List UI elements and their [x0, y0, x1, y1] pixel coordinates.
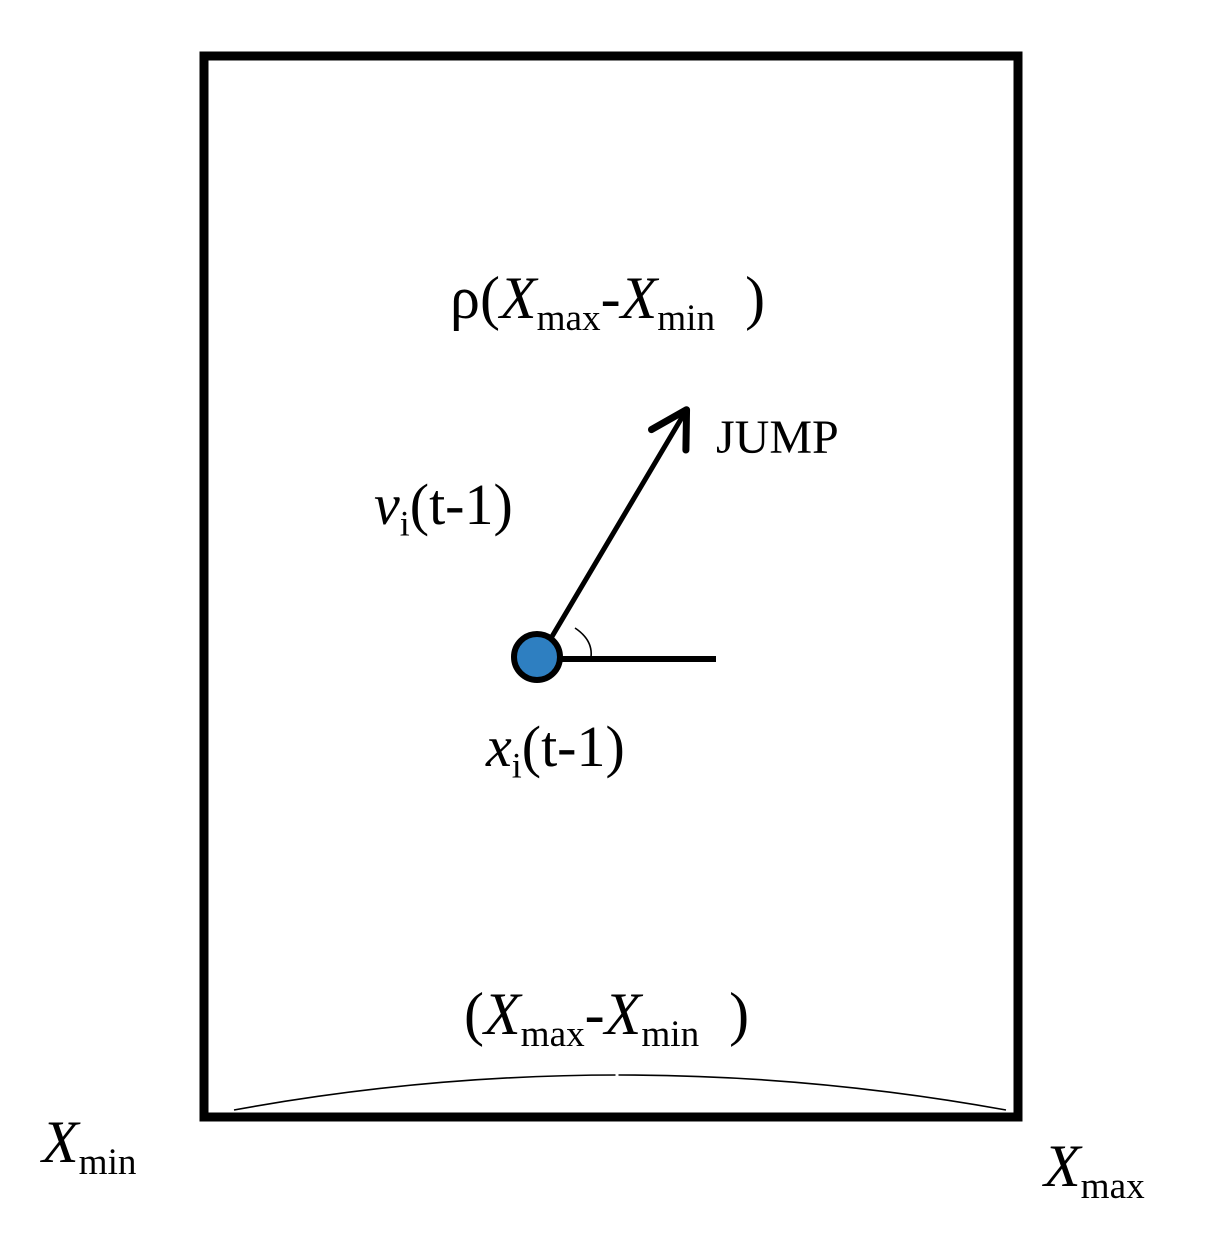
position-arg: (t-1)	[521, 714, 625, 779]
velocity-arrow	[541, 406, 691, 653]
rho-var-xmin: X	[620, 265, 658, 331]
velocity-sub: i	[399, 503, 410, 544]
x-max-sub: max	[1080, 1165, 1145, 1207]
range-label: (Xmax-Xmin )	[464, 984, 749, 1053]
x-min-label: Xmin	[42, 1112, 137, 1181]
rho-range-label: ρ(Xmax-Xmin )	[450, 268, 765, 337]
x-min-var: X	[42, 1109, 79, 1175]
range-var-xmin: X	[604, 981, 642, 1047]
range-dash: -	[584, 981, 605, 1047]
position-label: xi(t-1)	[486, 718, 625, 784]
velocity-label: vi(t-1)	[374, 476, 513, 542]
range-suffix: )	[729, 981, 750, 1047]
position-sub: i	[511, 745, 522, 786]
jump-label: JUMP	[716, 411, 839, 464]
range-arc	[233, 1074, 1007, 1111]
x-min-sub: min	[78, 1141, 137, 1183]
velocity-var: v	[374, 472, 400, 537]
range-prefix: (	[464, 981, 484, 1047]
range-sub-max: max	[520, 1013, 585, 1055]
rho-dash: -	[600, 265, 621, 331]
range-sub-min: min	[641, 1013, 700, 1055]
search-space-boundary	[199, 51, 1023, 1122]
velocity-arg: (t-1)	[409, 472, 513, 537]
rho-prefix: ρ(	[450, 265, 500, 331]
particle-point	[511, 631, 563, 683]
x-max-label: Xmax	[1044, 1136, 1145, 1205]
position-var: x	[486, 714, 512, 779]
rho-suffix: )	[745, 265, 766, 331]
rho-var-xmax: X	[499, 265, 537, 331]
angle-arc	[574, 627, 592, 658]
rho-sub-min: min	[657, 297, 716, 339]
rho-sub-max: max	[536, 297, 601, 339]
x-max-var: X	[1044, 1133, 1081, 1199]
range-var-xmax: X	[483, 981, 521, 1047]
